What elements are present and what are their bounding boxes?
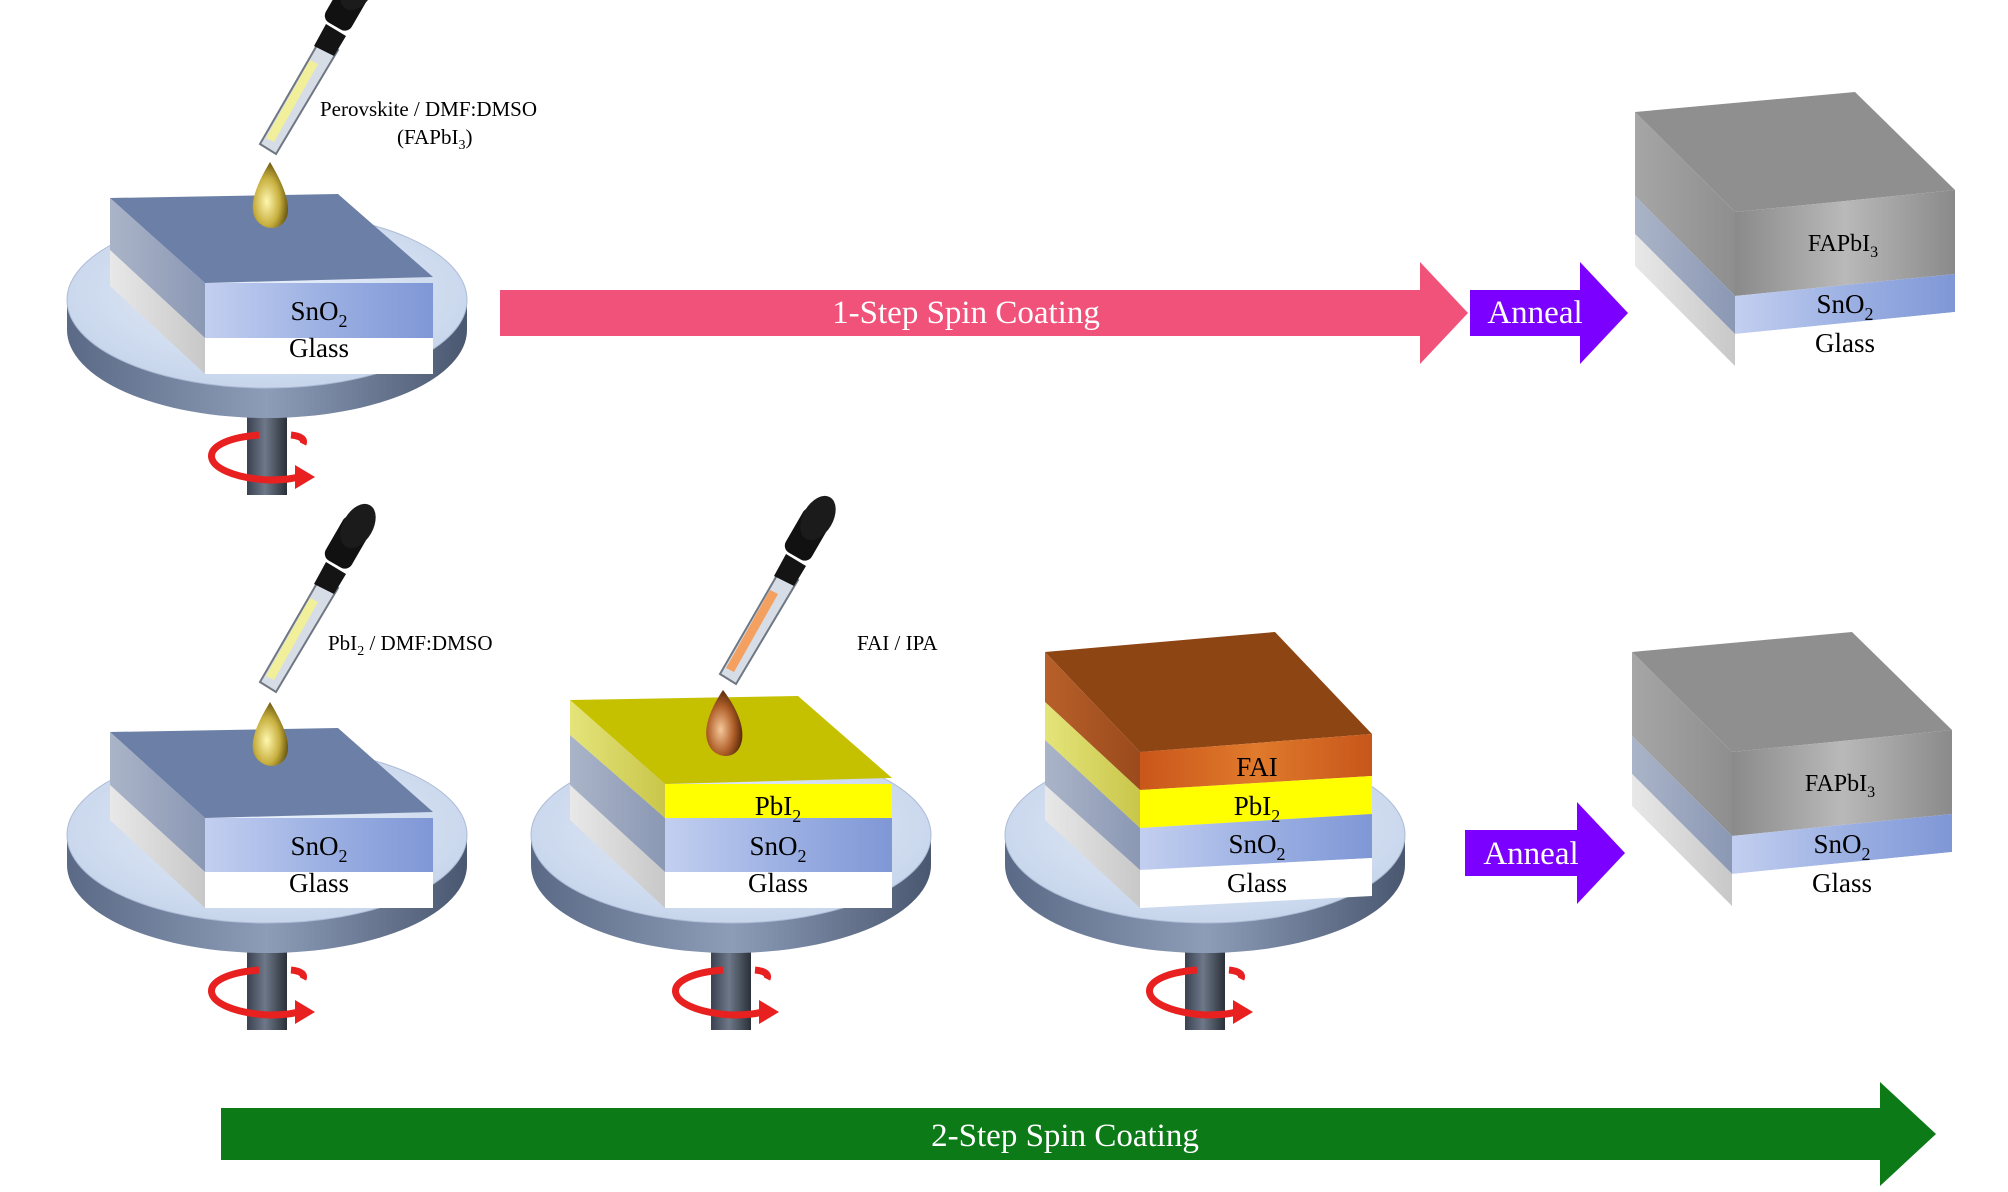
row2-sub3-side-fai [1045, 652, 1140, 790]
row1-drop [252, 162, 289, 228]
row2-sub3-side-glass [1045, 785, 1140, 908]
row1-dropper [259, 0, 384, 155]
row1-anneal-label: Anneal [1487, 295, 1582, 331]
row1-anneal-arrow [1470, 262, 1628, 364]
row2-solution2-label: FAI / IPA [857, 631, 938, 655]
row2-solution1-label: PbI2 / DMF:DMSO [328, 631, 493, 659]
row2-product-side-glass [1632, 774, 1732, 906]
row2-sub2-pbi2-label: PbI2 [755, 791, 802, 826]
row1-product-side-sno2 [1635, 196, 1735, 334]
row1-substrate-top [110, 194, 433, 283]
row2-anneal-arrow [1465, 802, 1625, 904]
row2-product: FAPbI3 SnO2 Glass [1632, 632, 1952, 906]
row2-sub2-layer-pbi2 [665, 784, 892, 818]
row2-sub3-layer-fai [1140, 734, 1372, 790]
row1-product-sno2-label: SnO2 [1816, 289, 1873, 324]
row2-sub2-glass-label: Glass [748, 868, 808, 898]
row2-layer-fapbi3 [1732, 730, 1952, 836]
row1-substrate: SnO2 Glass [110, 194, 433, 374]
row1-glass-label: Glass [289, 333, 349, 363]
row1-substrate-side-sno2 [110, 198, 205, 338]
row1-arrow-label: 1-Step Spin Coating [832, 295, 1100, 331]
row2-product-layer-glass [1732, 852, 1952, 906]
row2-arrow-label: 2-Step Spin Coating [931, 1118, 1199, 1154]
row2-anneal-label: Anneal [1483, 836, 1578, 872]
row2-sub3-side-sno2 [1045, 740, 1140, 870]
row1-product-layer-glass [1735, 312, 1955, 366]
row2-sub1-side-glass [110, 785, 205, 908]
row2-product-side-pero [1632, 652, 1732, 836]
row2-product-top [1632, 632, 1952, 752]
row2-sub2-side-sno2 [570, 735, 665, 872]
row2-drop-1 [252, 702, 289, 766]
row2-sub2-sno2-label: SnO2 [749, 831, 806, 866]
row1-layer-fapbi3 [1735, 190, 1955, 296]
row1-sno2-label: SnO2 [290, 296, 347, 331]
row1-product-layer-sno2 [1735, 274, 1955, 334]
row2-spin-coating-arrow [221, 1082, 1936, 1186]
row2-sub1-top [110, 728, 433, 818]
row2-sub3-layer-sno2 [1140, 814, 1372, 870]
row2-sub3-fai-label: FAI [1236, 752, 1278, 782]
row2-sub2-side-pbi2 [570, 700, 665, 818]
row1-product-side-glass [1635, 234, 1735, 366]
row1-fapbi3-label: FAPbI3 [1808, 231, 1878, 261]
row2-sub1-sno2-label: SnO2 [290, 831, 347, 866]
row2-product-side-sno2 [1632, 736, 1732, 874]
row2-sub1-layer-sno2 [205, 818, 433, 872]
row2-substrate-1: SnO2 Glass [110, 728, 433, 908]
row1-solution-label: Perovskite / DMF:DMSO [320, 97, 537, 121]
row2-dropper-1 [259, 496, 384, 693]
row1-spin-coating-arrow [500, 262, 1468, 364]
row1-product-glass-label: Glass [1815, 328, 1875, 358]
row2-sub2-layer-sno2 [665, 818, 892, 872]
row2-sub1-glass-label: Glass [289, 868, 349, 898]
row2-sub3-sno2-label: SnO2 [1228, 829, 1285, 864]
row1-layer-sno2 [205, 283, 433, 338]
row1-product-top [1635, 92, 1955, 212]
row1-layer-glass [205, 338, 433, 374]
row2-sub1-side-sno2 [110, 732, 205, 872]
row2-drop-2 [706, 690, 743, 756]
row2-product-layer-sno2 [1732, 814, 1952, 874]
row2-sub3-glass-label: Glass [1227, 868, 1287, 898]
row2-sub3-layer-glass [1140, 858, 1372, 908]
row2-sub3-layer-pbi2 [1140, 776, 1372, 828]
row2-sub1-layer-glass [205, 872, 433, 908]
row1-product-side-pero [1635, 112, 1735, 296]
row2-fapbi3-label: FAPbI3 [1805, 771, 1875, 801]
row2-sub3-side-pbi2 [1045, 702, 1140, 828]
row2-sub3-top [1045, 632, 1372, 752]
row1-product: FAPbI3 SnO2 Glass [1635, 92, 1955, 366]
row2-product-glass-label: Glass [1812, 868, 1872, 898]
row2-sub2-layer-glass [665, 872, 892, 908]
row1-substrate-side-glass [110, 250, 205, 374]
row2-dropper-2 [719, 488, 844, 685]
row1-solution-formula: (FAPbI3) [397, 125, 472, 153]
row2-product-sno2-label: SnO2 [1813, 829, 1870, 864]
row2-substrate-3: FAI PbI2 SnO2 Glass [1045, 632, 1372, 908]
row2-sub2-side-glass [570, 785, 665, 908]
row2-sub3-pbi2-label: PbI2 [1234, 791, 1281, 826]
